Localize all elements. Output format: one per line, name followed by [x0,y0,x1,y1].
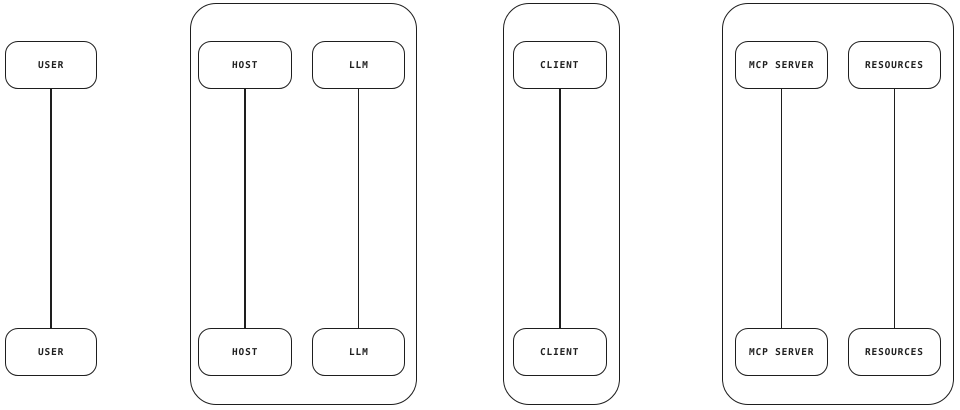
lifeline-resources-bottom-box: RESOURCES [848,328,941,376]
lifeline-client-bottom-label: CLIENT [540,346,580,358]
lifeline-host-line [244,89,246,328]
lifeline-resources-line [893,89,896,328]
lifeline-mcp-server-top-box: MCP SERVER [735,41,828,89]
lifeline-client-top-label: CLIENT [540,59,580,71]
lifeline-client-line [559,89,561,328]
group-mcp-server-resources [722,3,954,405]
lifeline-host-bottom-label: HOST [231,346,259,358]
lifeline-host: HOST HOST [198,41,292,376]
lifeline-client: CLIENT CLIENT [513,41,607,376]
group-host-llm [190,3,417,405]
lifeline-resources-bottom-label: RESOURCES [864,346,925,358]
lifeline-client-top-box: CLIENT [513,41,607,89]
lifeline-user: USER USER [5,41,97,376]
lifeline-host-top-box: HOST [198,41,292,89]
lifeline-mcp-server-bottom-label: MCP SERVER [748,346,815,358]
lifeline-client-bottom-box: CLIENT [513,328,607,376]
lifeline-user-top-box: USER [5,41,97,89]
lifeline-host-top-label: HOST [231,59,259,71]
lifeline-llm-top-label: LLM [348,59,369,71]
lifeline-llm-bottom-label: LLM [348,346,369,358]
lifeline-mcp-server-bottom-box: MCP SERVER [735,328,828,376]
lifeline-host-bottom-box: HOST [198,328,292,376]
lifeline-llm-bottom-box: LLM [312,328,405,376]
lifeline-llm: LLM LLM [312,41,405,376]
lifeline-user-top-label: USER [37,59,65,71]
lifeline-mcp-server: MCP SERVER MCP SERVER [735,41,828,376]
lifeline-mcp-server-top-label: MCP SERVER [748,59,815,71]
lifeline-mcp-server-line [780,89,783,328]
lifeline-user-bottom-box: USER [5,328,97,376]
lifeline-user-line [50,89,52,328]
group-client [503,3,620,405]
lifeline-resources: RESOURCES RESOURCES [848,41,941,376]
lifeline-llm-top-box: LLM [312,41,405,89]
lifeline-user-bottom-label: USER [37,346,65,358]
lifeline-resources-top-box: RESOURCES [848,41,941,89]
lifeline-resources-top-label: RESOURCES [864,59,925,71]
lifeline-llm-line [357,89,360,328]
